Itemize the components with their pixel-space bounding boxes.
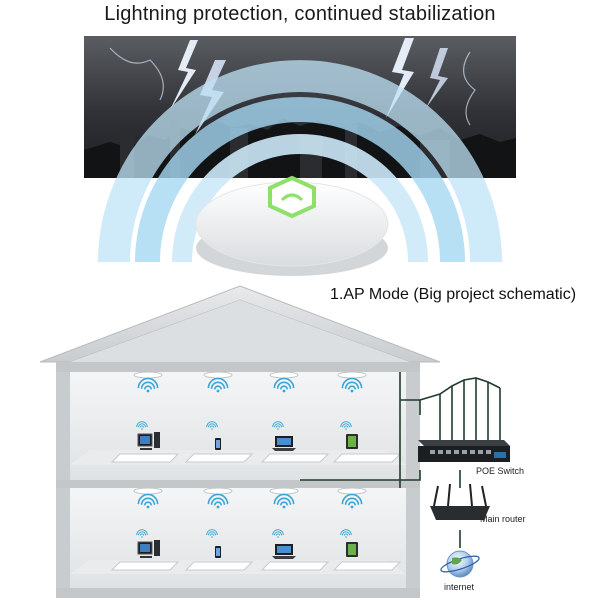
internet-globe-icon xyxy=(440,550,480,578)
banner-title: Lightning protection, continued stabiliz… xyxy=(104,3,496,25)
signal-wave-arcs xyxy=(98,60,502,262)
poe-switch-icon xyxy=(418,440,510,462)
network-cables xyxy=(300,372,501,548)
main-router-label: Main router xyxy=(480,514,526,524)
laptop-icon xyxy=(272,436,296,451)
poe-switch-label: POE Switch xyxy=(476,466,525,476)
wifi-signal-icon xyxy=(207,377,229,393)
device-wifi-icon xyxy=(272,421,284,430)
lightning-bolt-icon xyxy=(426,48,448,108)
desktop-pc-icon xyxy=(137,432,160,450)
wifi-signal-icon xyxy=(137,493,159,509)
desktop-pc-icon xyxy=(137,540,160,558)
device-layer xyxy=(136,421,358,559)
laptop-icon xyxy=(272,544,296,559)
lightning-bolt-icon xyxy=(386,38,414,118)
house-building xyxy=(39,285,441,598)
router-icon xyxy=(430,483,490,520)
device-wifi-icon xyxy=(206,421,218,430)
device-wifi-icon xyxy=(340,529,352,538)
wifi-signal-icon xyxy=(273,377,295,393)
wifi-signal-icon xyxy=(341,493,363,509)
wifi-signal-icon xyxy=(207,493,229,509)
ceiling-access-point xyxy=(195,175,389,276)
device-wifi-icon xyxy=(206,529,218,538)
wifi-signal-icon xyxy=(341,377,363,393)
device-wifi-icon xyxy=(136,421,148,430)
device-wifi-icon xyxy=(136,529,148,538)
device-wifi-icon xyxy=(272,529,284,538)
mobile-phone-icon xyxy=(215,438,221,450)
wifi-signal-icon xyxy=(137,377,159,393)
lightning-bolt-icon xyxy=(170,40,198,110)
wifi-signal-icon xyxy=(273,493,295,509)
device-wifi-icon xyxy=(340,421,352,430)
hexagon-logo-icon xyxy=(268,175,316,219)
diagram-subtitle: 1.AP Mode (Big project schematic) xyxy=(330,286,577,303)
desk-row-floor-1 xyxy=(110,453,402,463)
internet-label: internet xyxy=(444,582,475,592)
tablet-icon xyxy=(346,434,358,449)
desk-row-floor-2 xyxy=(110,561,402,571)
tablet-icon xyxy=(346,542,358,557)
mobile-phone-icon xyxy=(215,546,221,558)
wifi-signal-layer xyxy=(137,377,363,509)
